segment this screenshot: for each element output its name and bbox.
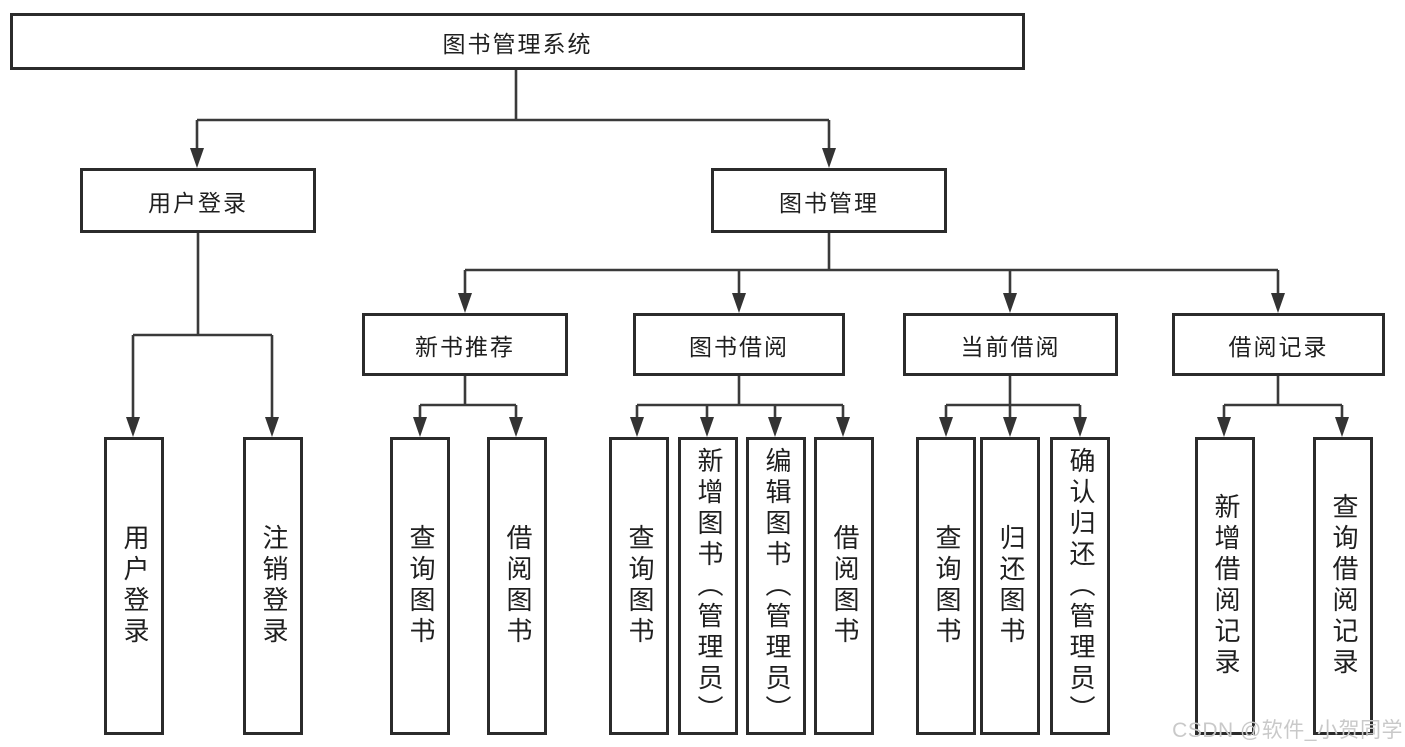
leaf-records-query-record: 查询借阅记录 — [1313, 437, 1373, 735]
node-user-login: 用户登录 — [80, 168, 316, 233]
leaf-borrow-edit-books-admin: 编辑图书（管理员） — [746, 437, 806, 735]
leaf-logout: 注销登录 — [243, 437, 303, 735]
leaf-borrow-add-books-admin: 新增图书（管理员） — [678, 437, 738, 735]
leaf-borrow-borrow-books: 借阅图书 — [814, 437, 874, 735]
leaf-current-return-books: 归还图书 — [980, 437, 1040, 735]
leaf-recommend-query-books: 查询图书 — [390, 437, 450, 735]
leaf-recommend-borrow-books: 借阅图书 — [487, 437, 547, 735]
node-book-management: 图书管理 — [711, 168, 947, 233]
csdn-watermark: CSDN @软件_小贺同学 — [1172, 719, 1403, 742]
leaf-current-query-books: 查询图书 — [916, 437, 976, 735]
leaf-records-add-record: 新增借阅记录 — [1195, 437, 1255, 735]
node-book-borrow: 图书借阅 — [633, 313, 845, 376]
leaf-user-login: 用户登录 — [104, 437, 164, 735]
node-new-book-recommend: 新书推荐 — [362, 313, 568, 376]
node-root: 图书管理系统 — [10, 13, 1025, 70]
node-borrow-records: 借阅记录 — [1172, 313, 1385, 376]
leaf-borrow-query-books: 查询图书 — [609, 437, 669, 735]
arrowheads — [126, 148, 1349, 437]
leaf-current-confirm-return-admin: 确认归还（管理员） — [1050, 437, 1110, 735]
node-current-borrow: 当前借阅 — [903, 313, 1118, 376]
